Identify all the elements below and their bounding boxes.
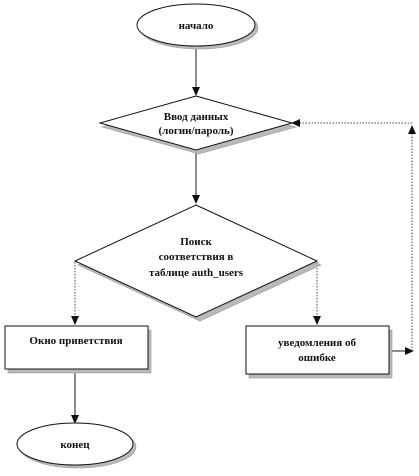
search-diamond: Поиск соответствия в таблице auth_users bbox=[73, 204, 322, 322]
arrowhead-loop-to-input bbox=[291, 119, 300, 127]
arrowhead-start-to-input bbox=[192, 87, 200, 96]
search-diamond-shape bbox=[73, 204, 319, 318]
start-label: начало bbox=[179, 20, 214, 32]
connectors bbox=[71, 48, 416, 424]
end-terminator-shape bbox=[16, 422, 134, 466]
search-label-line3: таблице auth_users bbox=[149, 267, 244, 279]
search-label-line2: соответствия в bbox=[159, 251, 234, 263]
input-diamond: Ввод данных (логин/пароль) bbox=[98, 95, 298, 155]
input-label-line2: (логин/пароль) bbox=[158, 125, 233, 137]
arrowhead-input-to-search bbox=[192, 195, 200, 204]
welcome-process: Окно приветствия bbox=[4, 325, 152, 374]
input-diamond-shape bbox=[98, 95, 294, 151]
error-label-line1: уведомления об bbox=[278, 337, 356, 349]
welcome-process-shape bbox=[4, 325, 149, 370]
search-label-line1: Поиск bbox=[180, 236, 212, 248]
arrowhead-error-to-loop bbox=[405, 347, 414, 355]
error-label-line2: ошибке bbox=[298, 352, 336, 364]
arrowhead-loop-top bbox=[408, 125, 416, 134]
end-terminator: конец bbox=[16, 422, 137, 469]
start-terminator-shape bbox=[136, 3, 256, 47]
arrowhead-search-to-welcome bbox=[71, 316, 79, 325]
end-label: конец bbox=[60, 439, 90, 451]
start-terminator: начало bbox=[136, 3, 259, 50]
welcome-label: Окно приветствия bbox=[29, 335, 122, 347]
input-label-line1: Ввод данных bbox=[164, 111, 229, 123]
error-process-shape bbox=[245, 325, 390, 375]
error-process: уведомления об ошибке bbox=[245, 325, 393, 379]
arrowhead-welcome-to-end bbox=[71, 415, 79, 424]
arrowhead-search-to-error bbox=[313, 316, 321, 325]
